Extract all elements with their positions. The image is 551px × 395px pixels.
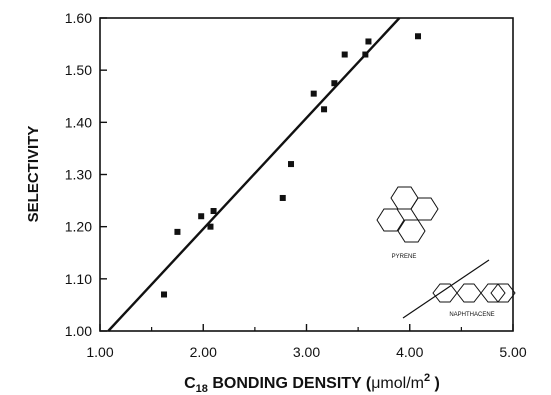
x-axis-title-unit-sup: 2: [424, 372, 430, 384]
x-axis-title-unit-close: ): [430, 375, 440, 392]
data-points: [161, 33, 422, 298]
data-point: [279, 194, 286, 201]
y-tick-label: 1.30: [65, 167, 92, 183]
y-tick-label: 1.50: [65, 62, 92, 78]
data-point: [341, 51, 348, 58]
pyrene-label: PYRENE: [392, 254, 417, 260]
y-tick-label: 1.40: [65, 114, 92, 130]
x-tick-label: 3.00: [293, 344, 320, 360]
x-axis-title-main: BONDING DENSITY (: [212, 375, 372, 392]
tick-marks: [99, 17, 514, 332]
y-axis-title: SELECTIVITY: [25, 126, 42, 223]
x-axis-title-unit: μmol/m: [371, 375, 424, 392]
data-point: [321, 106, 328, 113]
naphthacene-structure: [432, 283, 516, 303]
y-tick-label: 1.20: [65, 219, 92, 235]
data-point: [365, 38, 372, 45]
data-point: [161, 291, 168, 298]
data-point: [174, 228, 181, 235]
data-point: [310, 90, 317, 97]
data-point: [331, 80, 338, 87]
data-point: [210, 208, 217, 215]
x-tick-label: 1.00: [86, 344, 113, 360]
x-axis-title: C18 BONDING DENSITY (μmol/m2 ): [184, 372, 440, 395]
data-point: [207, 223, 214, 230]
plot-frame: [99, 17, 514, 332]
naphthacene-label: NAPHTHACENE: [449, 312, 494, 318]
data-point: [362, 51, 369, 58]
x-tick-label: 2.00: [190, 344, 217, 360]
y-tick-label: 1.10: [65, 271, 92, 287]
x-axis-title-prefix: C: [184, 375, 196, 392]
y-tick-label: 1.60: [65, 10, 92, 26]
y-tick-labels: 1.00 1.10 1.20 1.30 1.40 1.50 1.60: [65, 10, 92, 339]
y-tick-label: 1.00: [65, 323, 92, 339]
data-point: [415, 33, 422, 40]
x-tick-labels: 1.00 2.00 3.00 4.00 5.00: [86, 344, 526, 360]
x-tick-label: 4.00: [396, 344, 423, 360]
fit-line: [107, 17, 401, 332]
pyrene-structure: [376, 186, 439, 243]
separator-line: [402, 259, 490, 319]
x-tick-label: 5.00: [499, 344, 526, 360]
data-point: [288, 161, 295, 168]
data-point: [198, 213, 205, 220]
x-axis-title-prefix-sub: 18: [196, 383, 208, 395]
